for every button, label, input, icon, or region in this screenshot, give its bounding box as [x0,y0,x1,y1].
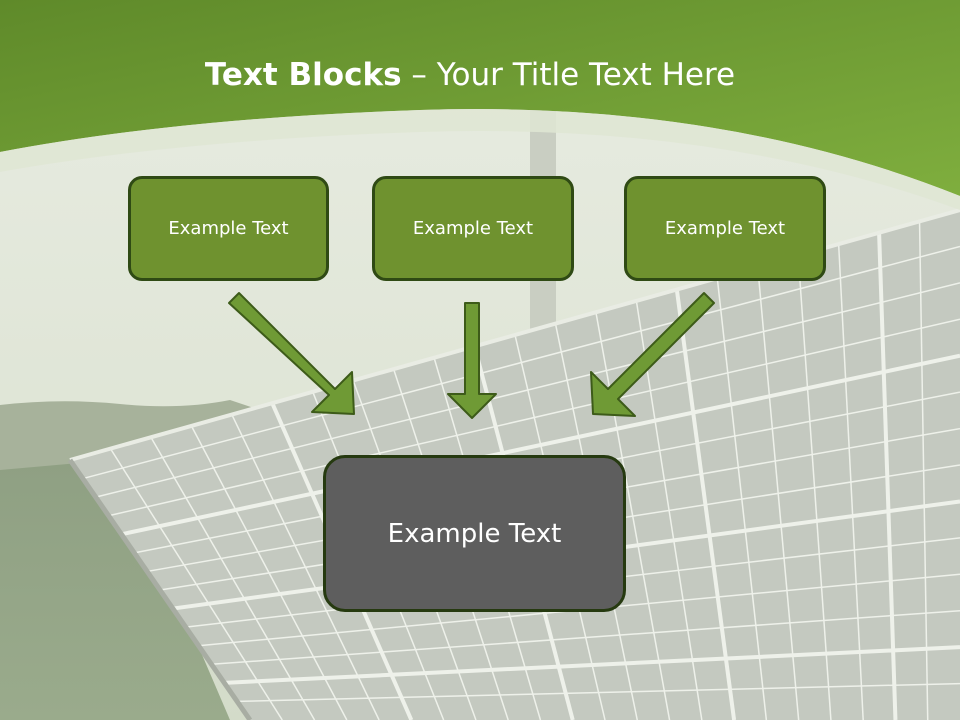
top-box-2[interactable]: Example Text [372,176,574,281]
top-box-1[interactable]: Example Text [128,176,329,281]
top-box-1-text: Example Text [168,218,289,239]
center-box-text: Example Text [387,518,562,549]
title-rest: Your Title Text Here [436,57,736,93]
arrow-down [447,302,497,419]
title-dash: – [401,57,437,93]
arrow-down-left [590,292,715,417]
top-box-3-text: Example Text [664,218,786,239]
slide-title: Text Blocks – Your Title Text Here [0,52,940,98]
title-bold-part: Text Blocks [204,57,402,93]
center-box[interactable]: Example Text [323,455,626,612]
arrow-down-right [228,292,355,415]
top-box-2-text: Example Text [412,218,534,239]
top-box-3[interactable]: Example Text [624,176,826,281]
